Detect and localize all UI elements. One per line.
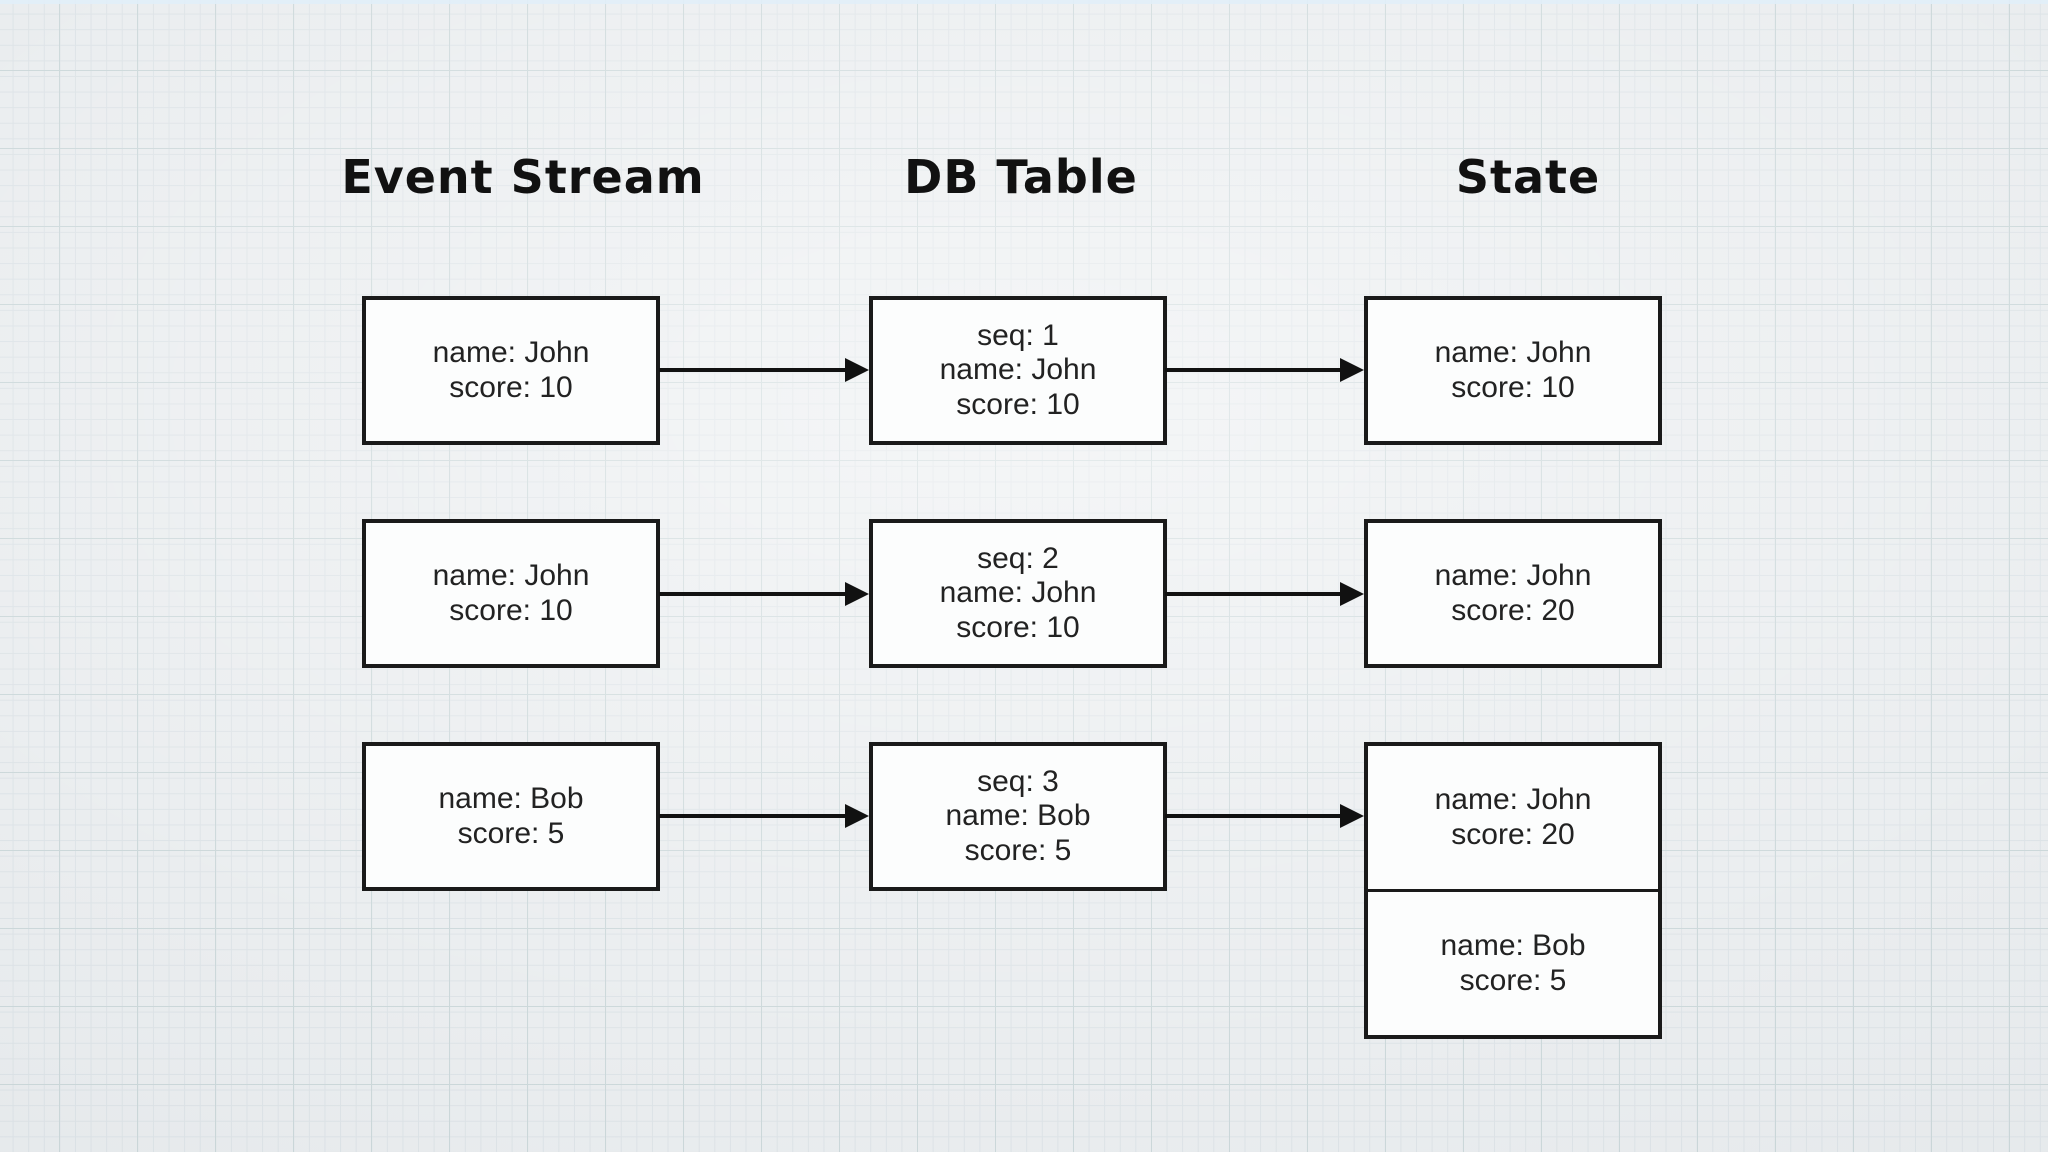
arrow-line bbox=[1165, 592, 1340, 596]
arrow-event-to-db-row3 bbox=[659, 804, 869, 828]
db-box-row3: seq: 3 name: Bob score: 5 bbox=[869, 742, 1167, 891]
arrow-line bbox=[659, 592, 845, 596]
column-header-state: State bbox=[1455, 150, 1601, 204]
event-box-row2: name: John score: 10 bbox=[362, 519, 660, 668]
arrow-head-icon bbox=[845, 804, 869, 828]
event-box-row1: name: John score: 10 bbox=[362, 296, 660, 445]
column-header-db-table: DB Table bbox=[904, 150, 1138, 204]
arrow-head-icon bbox=[1340, 358, 1364, 382]
arrow-line bbox=[1165, 368, 1340, 372]
arrow-line bbox=[659, 814, 845, 818]
arrow-event-to-db-row1 bbox=[659, 358, 869, 382]
arrow-db-to-state-row1 bbox=[1165, 358, 1364, 382]
state-box-stack-row3: name: John score: 20 name: Bob score: 5 bbox=[1364, 742, 1662, 1039]
arrow-db-to-state-row2 bbox=[1165, 582, 1364, 606]
arrow-head-icon bbox=[1340, 582, 1364, 606]
arrow-line bbox=[659, 368, 845, 372]
db-box-row2: seq: 2 name: John score: 10 bbox=[869, 519, 1167, 668]
state-box-row3-top: name: John score: 20 bbox=[1368, 746, 1658, 892]
column-header-event-stream: Event Stream bbox=[341, 150, 705, 204]
arrow-head-icon bbox=[1340, 804, 1364, 828]
state-box-row2: name: John score: 20 bbox=[1364, 519, 1662, 668]
arrow-event-to-db-row2 bbox=[659, 582, 869, 606]
event-box-row3: name: Bob score: 5 bbox=[362, 742, 660, 891]
arrow-head-icon bbox=[845, 358, 869, 382]
arrow-db-to-state-row3 bbox=[1165, 804, 1364, 828]
state-box-row3-bottom: name: Bob score: 5 bbox=[1440, 929, 1586, 997]
arrow-line bbox=[1165, 814, 1340, 818]
db-box-row1: seq: 1 name: John score: 10 bbox=[869, 296, 1167, 445]
state-box-row1: name: John score: 10 bbox=[1364, 296, 1662, 445]
arrow-head-icon bbox=[845, 582, 869, 606]
